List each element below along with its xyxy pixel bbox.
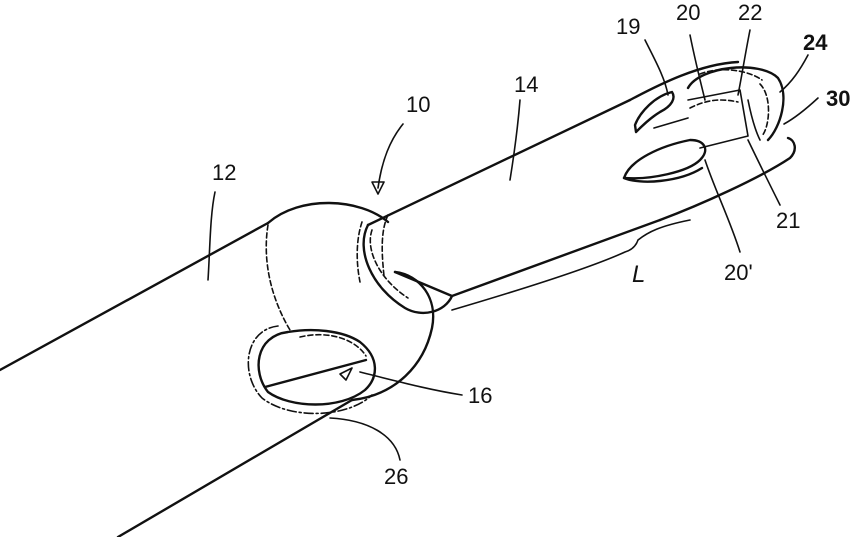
label-30: 30: [826, 86, 850, 111]
label-L: L: [632, 261, 645, 288]
label-20-prime: 20': [724, 260, 753, 285]
hub-10: [266, 203, 433, 400]
reference-numerals: 10 12 14 16 19 20 22 24 30 21 20' 26 L: [212, 0, 850, 489]
distal-tip-30: [624, 62, 795, 220]
label-12: 12: [212, 160, 236, 185]
leader-lines: [208, 30, 818, 460]
label-22: 22: [738, 0, 762, 25]
outer-sheath-12: [0, 223, 352, 537]
inner-tube-14: [364, 100, 660, 313]
label-26: 26: [384, 464, 408, 489]
arrow-10: [372, 124, 403, 194]
label-21: 21: [776, 208, 800, 233]
label-14: 14: [514, 72, 538, 97]
label-24: 24: [803, 30, 828, 55]
label-20: 20: [676, 0, 700, 25]
label-10: 10: [406, 92, 430, 117]
label-16: 16: [468, 383, 492, 408]
length-bracket-L: [452, 220, 690, 310]
label-19: 19: [616, 14, 640, 39]
